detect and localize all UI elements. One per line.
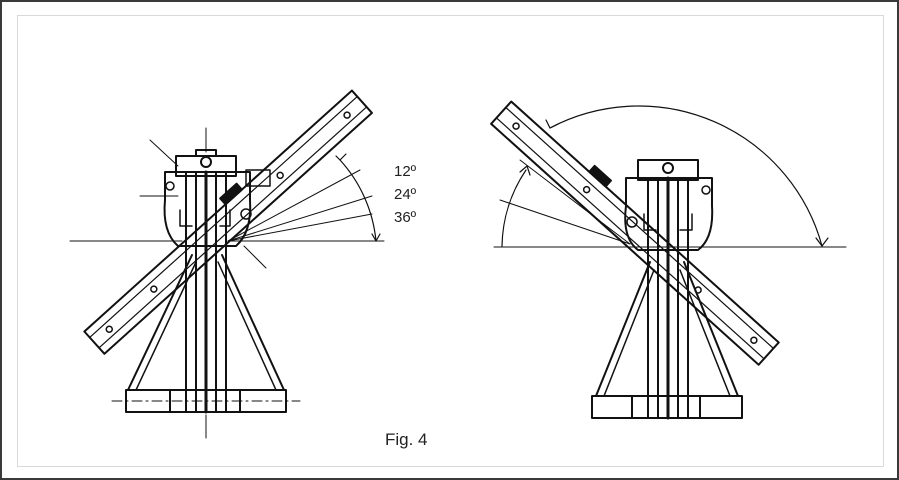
- right-assembly: [490, 100, 847, 420]
- angle-label-12: 12º: [394, 163, 417, 180]
- figure-caption: Fig. 4: [385, 430, 428, 449]
- left-reference-lines: [69, 127, 385, 439]
- right-arm: [490, 100, 780, 366]
- right-post: [647, 176, 689, 420]
- right-struts: [595, 261, 739, 397]
- left-arm: [83, 89, 373, 355]
- right-reference-lines: [493, 105, 847, 248]
- left-head: [163, 149, 271, 247]
- right-head: [624, 159, 714, 251]
- angle-label-36: 36º: [394, 209, 417, 226]
- angle-label-24: 24º: [394, 186, 417, 203]
- left-post: [185, 170, 227, 414]
- left-struts: [127, 254, 285, 391]
- left-assembly: [69, 89, 385, 439]
